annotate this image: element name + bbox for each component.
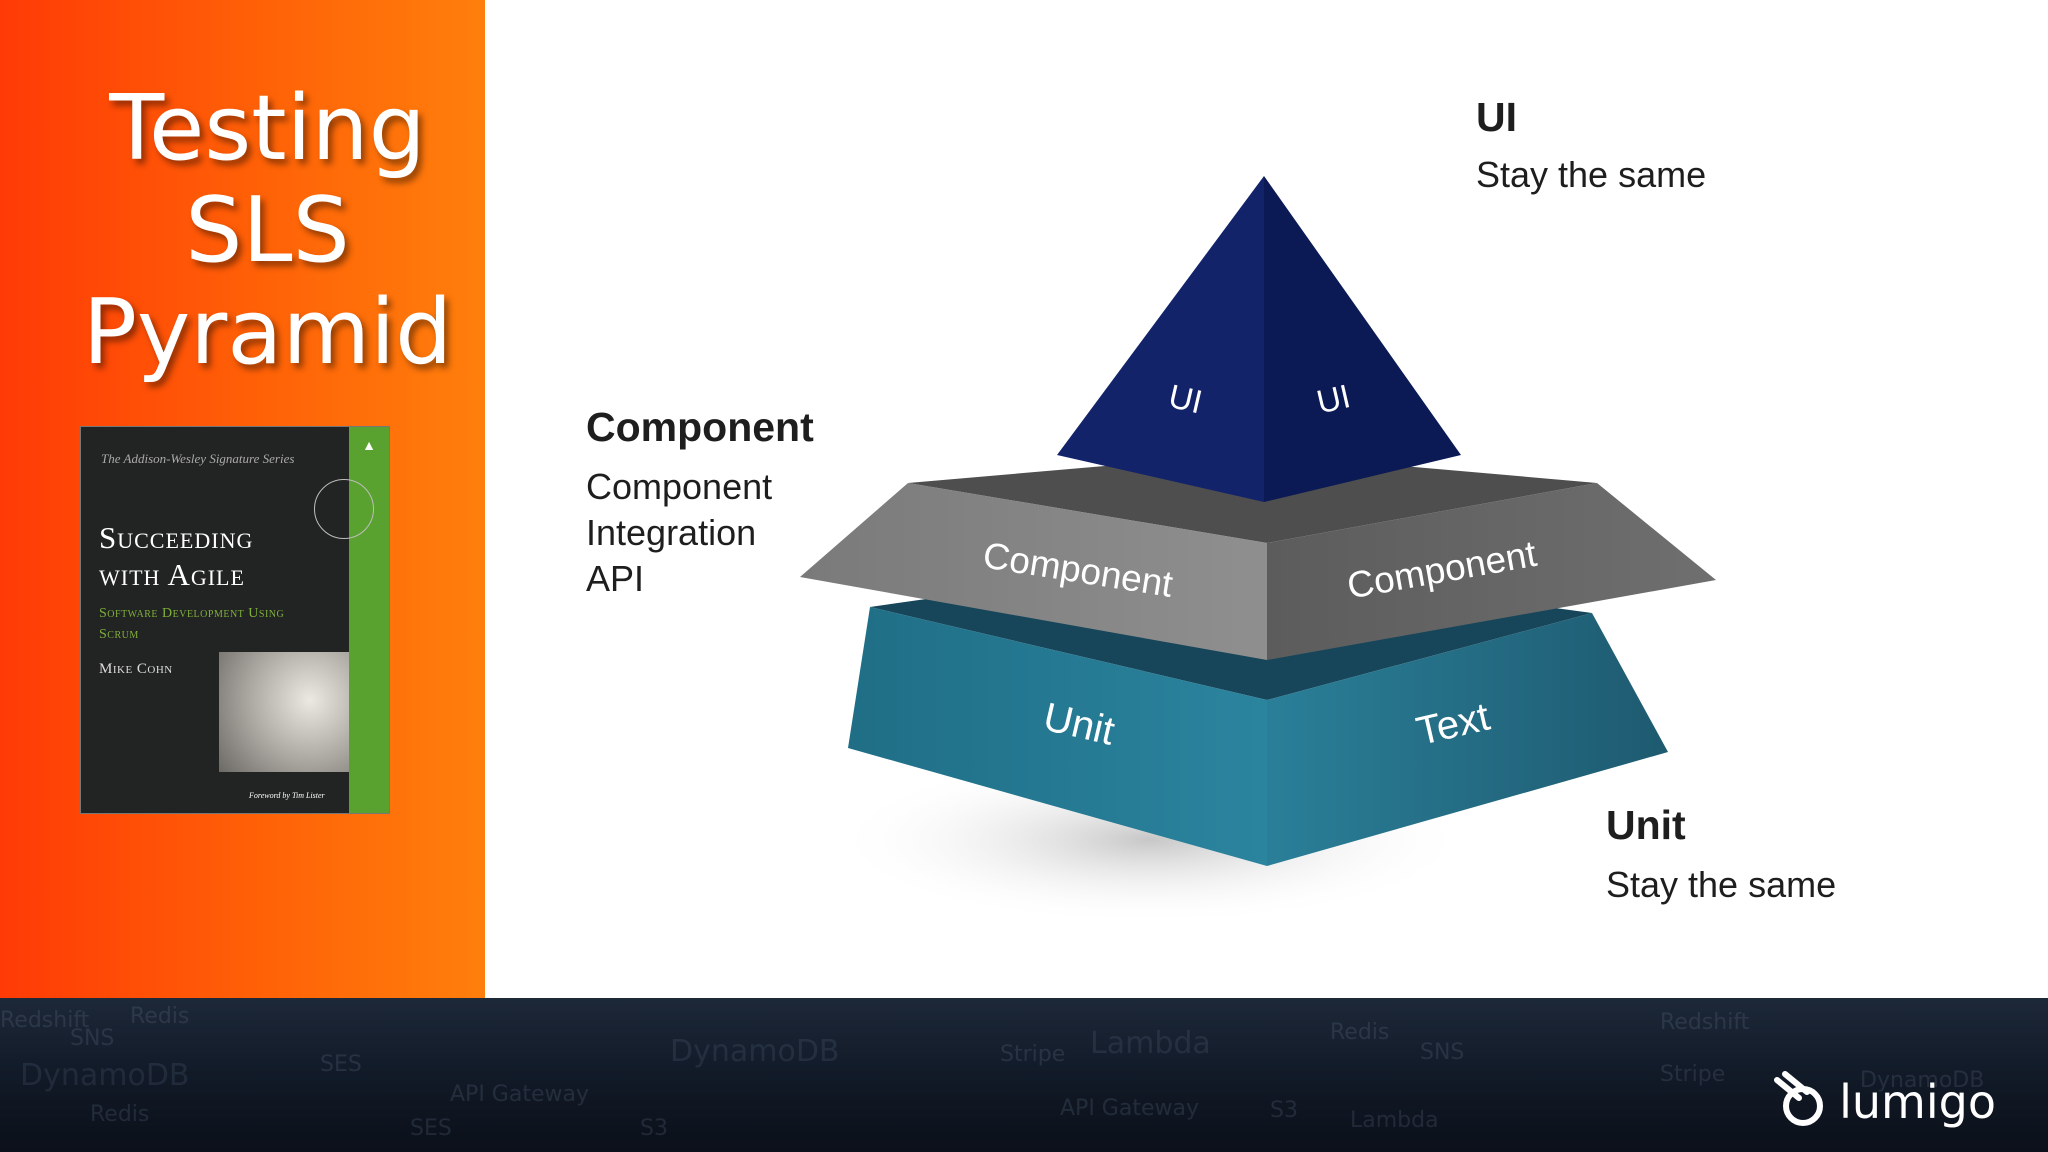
book-foreword: Foreword by Tim Lister	[249, 791, 325, 800]
footer-word: Redshift	[1660, 1010, 1750, 1035]
book-title: Succeeding with Agile	[99, 520, 254, 592]
title-panel: Testing SLS Pyramid ▲ The Addison-Wesley…	[0, 0, 485, 998]
slide-title: Testing SLS Pyramid	[0, 78, 535, 384]
component-label-line-3: API	[586, 558, 645, 599]
book-series: The Addison-Wesley Signature Series	[101, 451, 295, 466]
footer-word: DynamoDB	[670, 1034, 840, 1069]
component-tier-right-face	[1267, 483, 1716, 660]
footer-word: SNS	[70, 1026, 115, 1051]
publisher-logo-icon: ▲	[362, 439, 376, 454]
footer-word: SNS	[1420, 1040, 1465, 1065]
book-subtitle: Software Development Using Scrum	[99, 606, 285, 642]
unit-label-text: Stay the same	[1606, 864, 1837, 905]
ui-tier-right-label: UI	[1313, 377, 1353, 420]
footer-word: Lambda	[1350, 1108, 1439, 1133]
unit-label: Unit Stay the same	[1606, 802, 1836, 908]
footer-word: DynamoDB	[1860, 1068, 1985, 1093]
ui-label: UI Stay the same	[1476, 94, 1706, 198]
footer-word: Stripe	[1000, 1042, 1066, 1067]
unit-label-heading: Unit	[1606, 802, 1686, 848]
slide-title-line-1: Testing	[109, 76, 426, 181]
footer-word: DynamoDB	[20, 1058, 190, 1093]
book-seal	[314, 479, 374, 539]
book-author: Mike Cohn	[99, 661, 173, 677]
footer-word: S3	[640, 1116, 668, 1141]
slide-title-line-2: SLS	[185, 178, 350, 283]
component-label-line-1: Component	[586, 466, 773, 507]
book-cover-image: ▲ The Addison-Wesley Signature Series Su…	[80, 426, 390, 814]
ui-label-text: Stay the same	[1476, 154, 1707, 195]
footer-word: API Gateway	[1060, 1096, 1199, 1121]
ui-label-heading: UI	[1476, 94, 1517, 140]
brand-name: lumigo	[1839, 1075, 1996, 1129]
footer-word: Redis	[90, 1102, 150, 1127]
footer-word: SES	[410, 1116, 452, 1141]
brand-logo: lumigo	[1769, 1070, 1996, 1134]
book-photo	[219, 652, 349, 772]
ui-tier-left-label: UI	[1165, 377, 1205, 420]
footer-word: Redis	[1330, 1020, 1390, 1045]
component-tier-left-face	[800, 483, 1267, 660]
footer-word: Stripe	[1660, 1062, 1726, 1087]
lumigo-logo-icon	[1774, 1071, 1824, 1126]
slide-title-line-3: Pyramid	[82, 280, 453, 385]
component-label: Component Component Integration API	[586, 404, 814, 602]
unit-tier-right-face	[1267, 613, 1668, 866]
footer-word: S3	[1270, 1098, 1298, 1123]
footer-word: API Gateway	[450, 1082, 589, 1107]
footer-word: Redshift	[0, 1008, 90, 1033]
ui-tier-left-face	[1057, 176, 1264, 502]
footer-word: Lambda	[1090, 1026, 1211, 1061]
footer-word: Redis	[130, 1004, 190, 1029]
footer-word: SES	[320, 1052, 362, 1077]
unit-tier-left-face	[848, 607, 1267, 866]
ui-tier-right-face	[1264, 176, 1461, 502]
footer-band: Redshift SNS Redis DynamoDB SES Lambda S…	[0, 998, 2048, 1152]
component-label-heading: Component	[586, 404, 814, 450]
component-label-line-2: Integration	[586, 512, 757, 553]
